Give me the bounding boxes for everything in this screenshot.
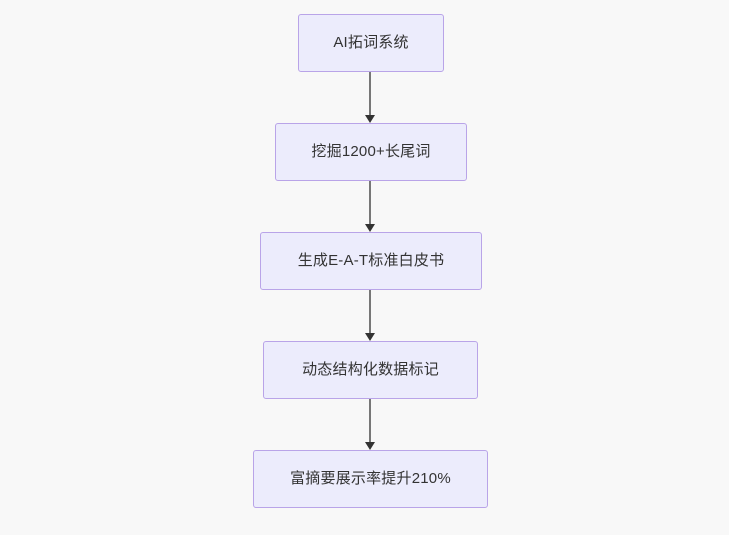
arrowhead-icon xyxy=(365,333,375,341)
flow-node-label: 挖掘1200+长尾词 xyxy=(311,143,431,160)
edge-node4-to-node5 xyxy=(365,399,375,450)
edge-node3-to-node4 xyxy=(365,290,375,341)
flow-node-generate-eat-whitepaper[interactable]: 生成E-A-T标准白皮书 xyxy=(260,232,482,290)
edge-node2-to-node3 xyxy=(365,181,375,232)
edge-line xyxy=(369,181,371,225)
flow-node-rich-snippet-impression-lift[interactable]: 富摘要展示率提升210% xyxy=(253,450,488,508)
edge-line xyxy=(369,290,371,334)
edge-line xyxy=(369,399,371,443)
flow-node-ai-keyword-expansion-system[interactable]: AI拓词系统 xyxy=(298,14,444,72)
flow-node-label: 富摘要展示率提升210% xyxy=(290,470,451,487)
flow-node-label: 动态结构化数据标记 xyxy=(302,361,439,378)
edge-line xyxy=(369,72,371,116)
arrowhead-icon xyxy=(365,115,375,123)
edge-node1-to-node2 xyxy=(365,72,375,123)
flow-node-label: AI拓词系统 xyxy=(333,34,409,51)
arrowhead-icon xyxy=(365,224,375,232)
flow-node-dynamic-structured-data-markup[interactable]: 动态结构化数据标记 xyxy=(263,341,478,399)
arrowhead-icon xyxy=(365,442,375,450)
flow-node-mine-long-tail-keywords[interactable]: 挖掘1200+长尾词 xyxy=(275,123,467,181)
flow-node-label: 生成E-A-T标准白皮书 xyxy=(297,252,445,269)
